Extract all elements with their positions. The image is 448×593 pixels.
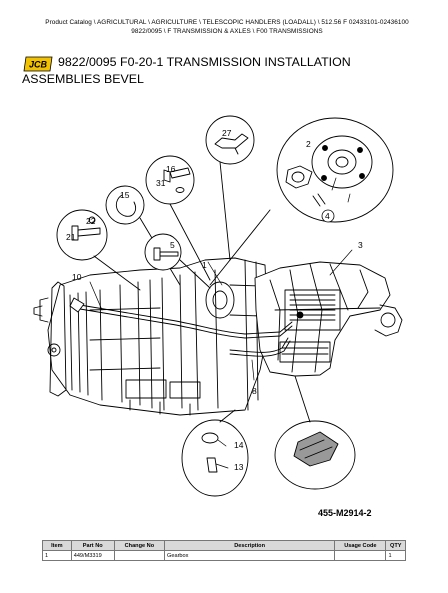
hydraulic-pipes	[69, 297, 293, 357]
callout-22: 22	[86, 216, 96, 226]
table-row[interactable]: 1 449/M3319 Gearbox 1	[42, 550, 406, 561]
callout-8: 8	[252, 386, 257, 396]
callout-1: 1	[202, 260, 207, 270]
leader-lines	[89, 177, 353, 469]
cell-usage-code	[334, 550, 387, 561]
detail-bolt-nut	[56, 209, 141, 291]
cell-item: 1	[42, 550, 72, 561]
callout-4: 4	[325, 211, 330, 221]
breadcrumb: Product Catalog \ AGRICULTURAL \ AGRICUL…	[22, 18, 432, 36]
detail-flange	[209, 117, 394, 286]
detail-seal	[274, 375, 356, 490]
jcb-logo: JCB	[23, 56, 53, 72]
col-part-no: Part No	[70, 540, 115, 551]
detail-cap-nut	[181, 409, 249, 497]
callout-3: 3	[358, 240, 363, 250]
callout-13: 13	[234, 462, 244, 472]
col-qty: QTY	[385, 540, 406, 551]
breadcrumb-path: Product Catalog \ AGRICULTURAL \ AGRICUL…	[45, 19, 409, 26]
callout-16: 16	[166, 164, 176, 174]
col-item: Item	[42, 540, 72, 551]
callout-10: 10	[72, 272, 82, 282]
breadcrumb-section: 9822/0095 \ F TRANSMISSION & AXLES \ F00…	[131, 28, 323, 35]
callout-15: 15	[120, 190, 130, 200]
callout-21: 21	[66, 232, 76, 242]
callout-5: 5	[170, 240, 175, 250]
detail-bolt-washer	[145, 155, 211, 281]
col-description: Description	[163, 540, 336, 551]
page-subtitle: ASSEMBLIES BEVEL	[22, 72, 144, 86]
cell-qty: 1	[385, 550, 406, 561]
cell-change-no	[113, 550, 166, 561]
callout-14: 14	[234, 440, 244, 450]
bevel-housing	[254, 261, 403, 377]
cell-part-no[interactable]: 449/M3319	[70, 550, 115, 561]
exploded-parts-diagram: 2 27 16 31 15 22 21 5 1 3 4 10 8 14 13	[33, 115, 403, 497]
callout-31: 31	[156, 178, 166, 188]
callout-2: 2	[306, 139, 311, 149]
parts-table-header: Item Part No Change No Description Usage…	[42, 540, 406, 551]
parts-table: Item Part No Change No Description Usage…	[42, 540, 406, 561]
cell-description: Gearbox	[163, 550, 336, 561]
col-usage-code: Usage Code	[334, 540, 387, 551]
detail-bolt	[144, 233, 211, 289]
diagram-reference-code: 455-M2914-2	[318, 508, 372, 518]
callout-27: 27	[222, 128, 232, 138]
callout-labels: 2 27 16 31 15 22 21 5 1 3 4 10 8 14 13	[66, 128, 363, 472]
page-title: 9822/0095 F0-20-1 TRANSMISSION INSTALLAT…	[58, 55, 351, 69]
detail-bracket	[205, 115, 255, 261]
col-change-no: Change No	[113, 540, 166, 551]
jcb-logo-text: JCB	[29, 60, 48, 70]
